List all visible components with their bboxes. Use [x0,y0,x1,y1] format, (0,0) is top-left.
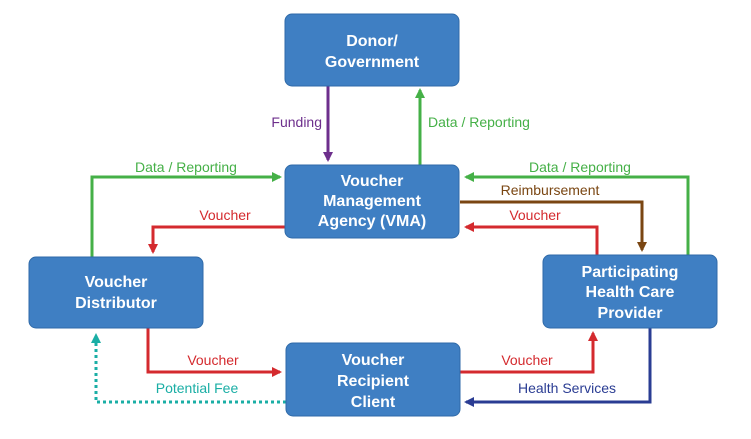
edge-funding-label: Funding [271,114,322,130]
edge-voucher-provider-vma-line [464,222,599,255]
edge-voucher-client-provider: Voucher [460,331,598,374]
node-vma: Voucher Management Agency (VMA) [284,164,460,239]
node-voucher-recipient-client-line-1: Voucher [342,352,405,369]
edge-voucher-distributor-client-line [146,328,282,377]
node-donor-government-box [284,13,460,87]
node-vma-line-2: Management [323,193,421,210]
node-vma-line-1: Voucher [341,173,404,190]
edge-health-services-label: Health Services [518,380,616,396]
edge-voucher-distributor-client: Voucher [146,328,282,377]
node-health-care-provider-line-3: Provider [598,305,663,322]
edge-funding: Funding [271,86,333,162]
node-health-care-provider-line-1: Participating [582,264,679,281]
node-donor-government-line-1: Donor/ [346,33,398,50]
node-vma-line-3: Agency (VMA) [318,213,426,230]
edge-health-services: Health Services [464,328,652,407]
edge-potential-fee-label: Potential Fee [156,380,239,396]
edge-voucher-vma-distributor: Voucher [148,207,285,254]
node-voucher-distributor-line-2: Distributor [75,295,157,312]
edge-data-distributor-vma-label: Data / Reporting [135,159,237,175]
node-voucher-recipient-client-box [285,342,461,417]
node-health-care-provider-line-2: Health Care [586,284,675,301]
edge-voucher-client-provider-label: Voucher [501,352,553,368]
edge-voucher-vma-distributor-label: Voucher [199,207,251,223]
edge-data-provider-vma-line [464,172,690,255]
node-voucher-recipient-client-line-2: Recipient [337,373,410,390]
edge-data-distributor-vma-line [90,172,282,257]
edge-potential-fee: Potential Fee [91,333,286,404]
edge-voucher-provider-vma-label: Voucher [509,207,561,223]
node-voucher-distributor: Voucher Distributor [28,256,204,329]
edge-data-distributor-vma: Data / Reporting [90,159,282,257]
node-voucher-distributor-line-1: Voucher [85,274,148,291]
edge-voucher-vma-distributor-line [148,225,285,254]
node-voucher-recipient-client: Voucher Recipient Client [285,342,461,417]
node-donor-government-line-2: Government [325,54,420,71]
edge-reimbursement-line [460,200,647,252]
edge-data-provider-vma: Data / Reporting [464,159,690,255]
edge-potential-fee-line [91,333,286,404]
edge-reimbursement: Reimbursement [460,182,647,252]
edge-voucher-distributor-client-label: Voucher [187,352,239,368]
edge-data-vma-donor-label: Data / Reporting [428,114,530,130]
edge-voucher-provider-vma: Voucher [464,207,599,255]
edge-reimbursement-label: Reimbursement [501,182,600,198]
edge-data-vma-donor: Data / Reporting [415,88,530,165]
node-voucher-recipient-client-line-3: Client [351,394,396,411]
node-health-care-provider-box [542,254,718,329]
edge-voucher-client-provider-line [460,331,598,374]
edge-data-provider-vma-label: Data / Reporting [529,159,631,175]
node-health-care-provider: Participating Health Care Provider [542,254,718,329]
edge-health-services-line [464,328,652,407]
node-vma-box [284,164,460,239]
node-donor-government: Donor/ Government [284,13,460,87]
node-voucher-distributor-box [28,256,204,329]
